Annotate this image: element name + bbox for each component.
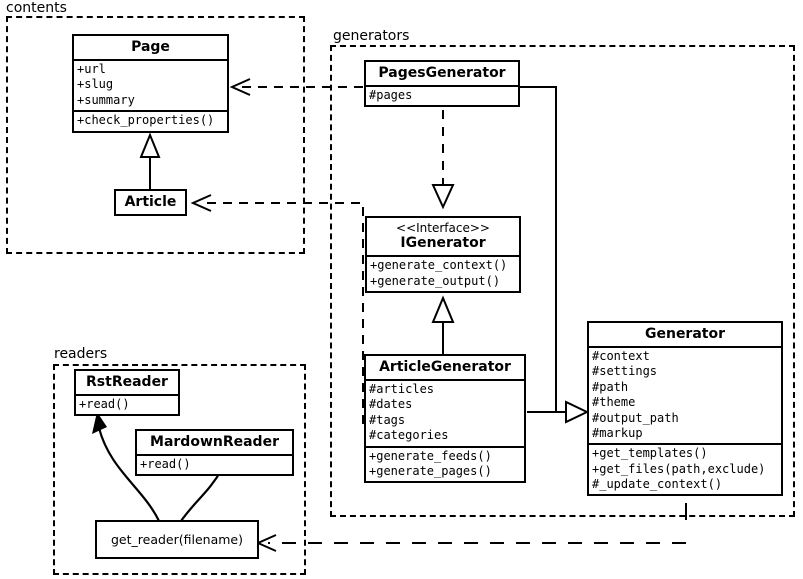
class-methods-rstreader: +read() <box>76 394 178 414</box>
method-item: +read() <box>79 397 130 412</box>
class-box-rstreader[interactable]: RstReader +read() <box>74 369 180 417</box>
method-item: +generate_output() <box>370 273 501 288</box>
class-attributes-generator: #context #settings #path #theme #output_… <box>589 346 781 443</box>
method-item: +generate_feeds() <box>369 448 492 463</box>
class-box-igenerator[interactable]: <<Interface>> IGenerator +generate_conte… <box>365 216 521 294</box>
attribute-item: #pages <box>369 88 413 103</box>
edge-articlegenerator-to-igenerator <box>431 295 455 355</box>
attribute-item: #context <box>592 349 650 364</box>
attribute-item: #dates <box>369 397 413 412</box>
class-box-page[interactable]: Page +url +slug +summary +check_properti… <box>72 34 229 133</box>
class-stereotype-igenerator: <<Interface>> <box>396 221 490 235</box>
method-item: +generate_pages() <box>369 463 492 478</box>
function-box-get-reader[interactable]: get_reader(filename) <box>95 520 259 559</box>
method-item: +check_properties() <box>77 113 215 128</box>
class-methods-articlegenerator: +generate_feeds() +generate_pages() <box>366 445 524 482</box>
class-box-articlegenerator[interactable]: ArticleGenerator #articles #dates #tags … <box>364 354 526 484</box>
class-name-igenerator: <<Interface>> IGenerator <box>367 218 519 255</box>
function-name-get-reader: get_reader(filename) <box>111 532 243 547</box>
class-attributes-pagesgenerator: #pages <box>366 85 518 105</box>
edge-pagesgenerator-to-page <box>229 78 363 96</box>
attribute-item: #path <box>592 379 629 394</box>
class-methods-mardownreader: +read() <box>137 454 292 474</box>
method-item: #_update_context() <box>592 476 723 491</box>
package-contents-frame <box>6 16 305 254</box>
attribute-item: #markup <box>592 425 643 440</box>
edge-articlegenerator-to-generator <box>527 400 590 424</box>
class-name-generator: Generator <box>644 326 725 342</box>
edge-getreader-to-rstreader <box>92 412 160 522</box>
package-contents-label: contents <box>4 0 69 16</box>
attribute-item: #articles <box>369 382 435 397</box>
package-generators-frame <box>330 45 795 517</box>
class-name-pagesgenerator: PagesGenerator <box>378 65 506 81</box>
class-box-mardownreader[interactable]: MardownReader +read() <box>135 429 294 477</box>
class-name-page: Page <box>131 39 170 55</box>
method-item: +generate_context() <box>370 258 508 273</box>
attribute-item: #theme <box>592 395 636 410</box>
package-readers-frame <box>53 364 306 575</box>
class-box-generator[interactable]: Generator #context #settings #path #them… <box>587 321 783 497</box>
class-name-article: Article <box>124 194 177 210</box>
class-name-mardownreader: MardownReader <box>150 434 279 450</box>
edge-articlegenerator-to-article <box>190 194 364 424</box>
class-methods-page: +check_properties() <box>74 110 227 130</box>
class-attributes-page: +url +slug +summary <box>74 59 227 110</box>
method-item: +read() <box>140 457 191 472</box>
edge-pagesgenerator-to-igenerator <box>431 110 455 210</box>
class-name-text-igenerator: IGenerator <box>400 235 486 252</box>
edge-article-to-page <box>139 132 161 190</box>
package-generators-label: generators <box>331 28 412 44</box>
class-methods-igenerator: +generate_context() +generate_output() <box>367 255 519 291</box>
package-readers-label: readers <box>52 346 110 362</box>
class-methods-generator: +get_templates() +get_files(path,exclude… <box>589 443 781 494</box>
method-item: +get_templates() <box>592 446 708 461</box>
attribute-item: +slug <box>77 77 114 92</box>
class-name-articlegenerator: ArticleGenerator <box>379 359 511 375</box>
class-attributes-articlegenerator: #articles #dates #tags #categories <box>366 379 524 445</box>
attribute-item: #tags <box>369 412 406 427</box>
attribute-item: +summary <box>77 92 135 107</box>
class-box-article[interactable]: Article <box>114 189 187 217</box>
attribute-item: #categories <box>369 428 449 443</box>
class-box-pagesgenerator[interactable]: PagesGenerator #pages <box>364 60 520 108</box>
attribute-item: +url <box>77 62 106 77</box>
method-item: +get_files(path,exclude) <box>592 461 766 476</box>
class-name-rstreader: RstReader <box>86 374 168 390</box>
attribute-item: #output_path <box>592 410 679 425</box>
attribute-item: #settings <box>592 364 658 379</box>
